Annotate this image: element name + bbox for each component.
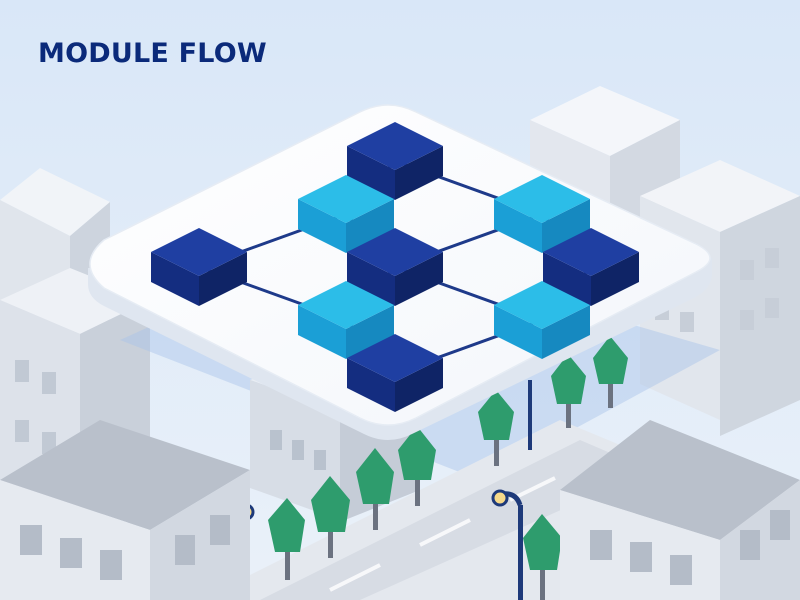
tree (593, 336, 628, 408)
module-top-face (543, 228, 639, 276)
module-left-face (494, 305, 542, 359)
module-cube-m1 (347, 122, 443, 200)
module-grid (151, 122, 639, 412)
tree (268, 498, 305, 580)
trees (268, 336, 628, 600)
module-left-face (298, 305, 346, 359)
tree (398, 426, 436, 506)
tree (311, 476, 350, 558)
module-cube-m8 (494, 281, 590, 359)
module-left-face (298, 199, 346, 253)
street-lamp (528, 380, 532, 450)
module-cube-m6 (543, 228, 639, 306)
building-top (0, 268, 150, 334)
module-right-face (395, 358, 443, 412)
building-top (530, 86, 680, 156)
module-right-face (346, 199, 394, 253)
module-top-face (347, 122, 443, 170)
page-title: MODULE FLOW (38, 38, 267, 69)
module-right-face (199, 252, 247, 306)
module-top-face (494, 175, 590, 223)
module-cube-m3 (494, 175, 590, 253)
module-cube-m4 (151, 228, 247, 306)
module-left-face (543, 252, 591, 306)
module-cube-m5 (347, 228, 443, 306)
module-right-face (542, 199, 590, 253)
module-top-face (347, 334, 443, 382)
building-top (0, 168, 110, 236)
module-cube-m9 (347, 334, 443, 412)
module-top-face (298, 175, 394, 223)
tree (523, 514, 562, 600)
tree (356, 448, 394, 530)
module-right-face (395, 146, 443, 200)
module-cube-m7 (298, 281, 394, 359)
module-left-face (494, 199, 542, 253)
module-right-face (346, 305, 394, 359)
front-houses (0, 420, 800, 600)
module-left-face (347, 358, 395, 412)
tree (478, 390, 514, 466)
module-top-face (151, 228, 247, 276)
module-cube-m2 (298, 175, 394, 253)
module-right-face (591, 252, 639, 306)
module-top-face (298, 281, 394, 329)
module-right-face (395, 252, 443, 306)
house-windows (20, 515, 230, 580)
house-windows (590, 510, 790, 585)
module-top-face (347, 228, 443, 276)
module-left-face (151, 252, 199, 306)
module-left-face (347, 146, 395, 200)
module-left-face (347, 252, 395, 306)
tree (551, 354, 586, 428)
module-right-face (542, 305, 590, 359)
building-right-face (720, 196, 800, 436)
module-top-face (494, 281, 590, 329)
street-lamp (491, 489, 523, 600)
